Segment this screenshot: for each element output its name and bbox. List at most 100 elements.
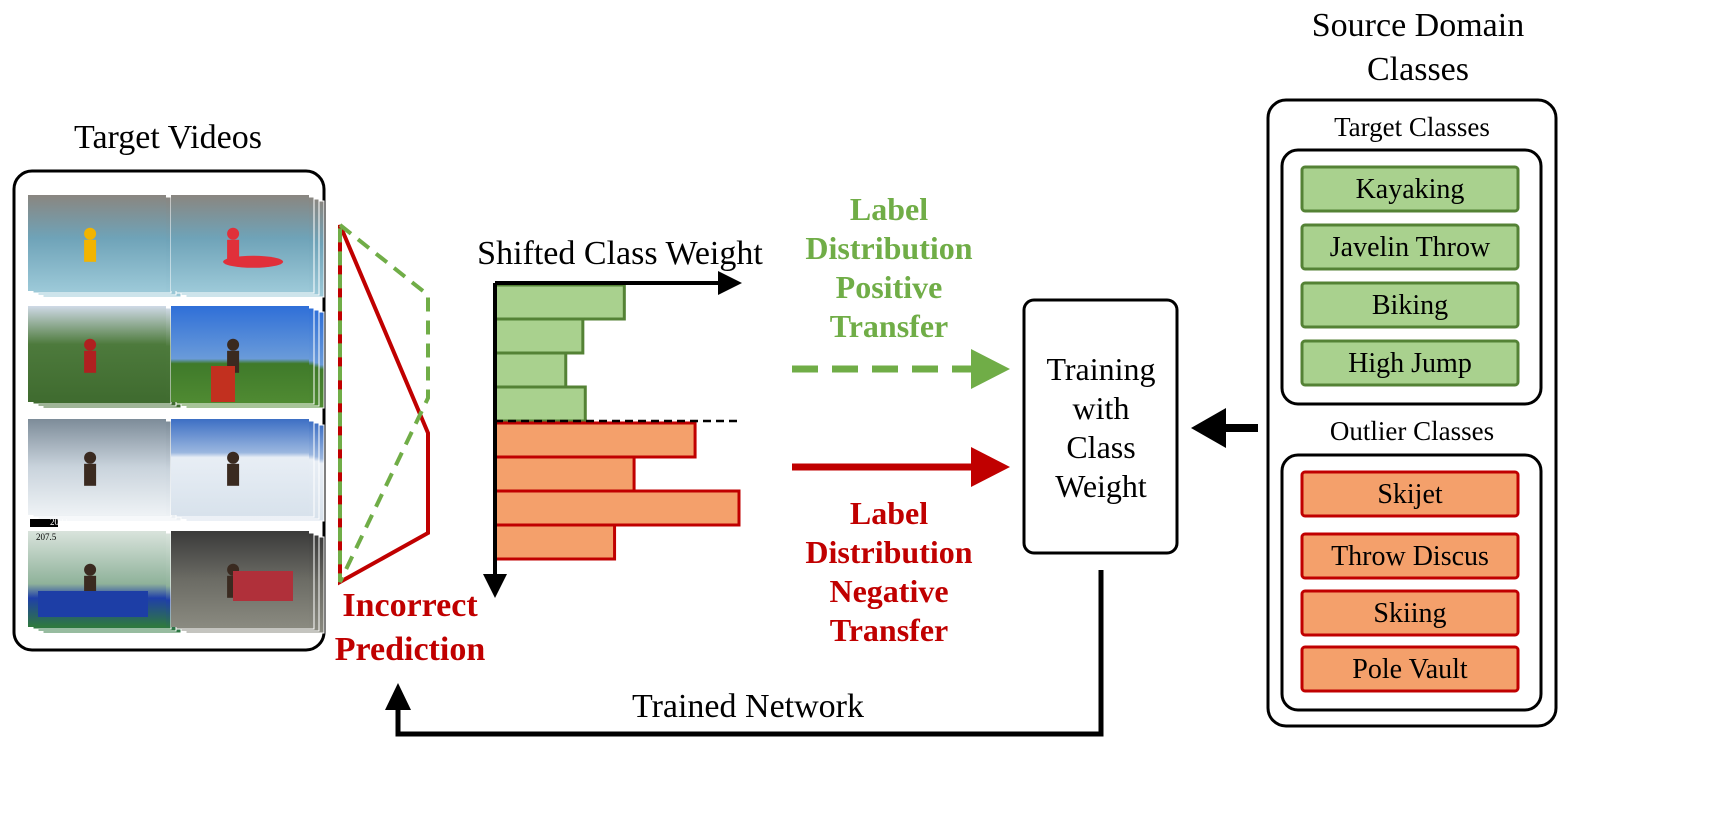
target-class-label: High Jump: [1348, 348, 1472, 379]
target-class-kayaking: Kayaking: [1300, 165, 1520, 213]
target-class-label: Kayaking: [1356, 174, 1465, 205]
source-domain-title-line2: Classes: [1367, 51, 1469, 88]
video-frame: [28, 306, 166, 402]
y-axis-arrowhead: [483, 574, 507, 598]
negative-transfer-line2: Distribution: [805, 534, 972, 570]
negative-transfer-arrowhead: [971, 447, 1010, 487]
negative-class-weight-bar: [493, 455, 636, 493]
video-thumbnail-skiing: [28, 419, 182, 522]
negative-transfer-line3: Negative: [829, 573, 948, 609]
outlier-class-box: [1300, 645, 1520, 693]
athlete-head: [84, 227, 97, 240]
outlier-class-box: [1300, 470, 1520, 518]
video-thumbnail-kayaking-red: [171, 195, 325, 298]
outlier-class-label: Skiing: [1373, 598, 1446, 629]
training-line2: with: [1073, 390, 1130, 426]
target-class-javelin-throw: Javelin Throw: [1300, 223, 1520, 271]
negative-transfer-line1: Label: [850, 495, 928, 531]
incorrect-prediction-label-line1: Incorrect: [342, 587, 478, 624]
target-class-box: [1300, 223, 1520, 271]
score-overlay-text: 207.5: [36, 532, 57, 542]
target-class-box: [1300, 339, 1520, 387]
video-frame: [171, 195, 309, 291]
target-class-biking: Biking: [1300, 281, 1520, 329]
trained-network-arrowhead: [385, 683, 411, 710]
target-class-box: [1300, 281, 1520, 329]
outlier-class-skijet: Skijet: [1300, 470, 1520, 518]
score-overlay-text: 207.5: [50, 517, 71, 527]
athlete-body: [227, 239, 240, 262]
video-thumbnail-high-jump: 207.5 207.5: [28, 517, 182, 634]
video-thumbnail-kayaking: [28, 195, 182, 298]
outlier-class-pole-vault: Pole Vault: [1300, 645, 1520, 693]
video-frame: [171, 419, 309, 515]
target-class-high-jump: High Jump: [1300, 339, 1520, 387]
source-domain-title-line1: Source Domain: [1312, 7, 1524, 44]
outlier-class-skiing: Skiing: [1300, 589, 1520, 637]
target-videos-title: Target Videos: [74, 119, 262, 156]
outlier-class-label: Pole Vault: [1352, 654, 1468, 685]
video-thumbnail-gym-hall: [171, 531, 325, 634]
video-frame: [171, 306, 309, 402]
outlier-classes-title: Outlier Classes: [1330, 416, 1494, 446]
kayak: [223, 255, 284, 268]
mat: [233, 571, 293, 601]
training-line3: Class: [1066, 429, 1135, 465]
landing-mat: [38, 591, 148, 617]
runway: [211, 366, 235, 402]
positive-class-weight-bar: [493, 317, 585, 355]
outlier-class-label: Skijet: [1377, 479, 1443, 510]
x-axis-arrowhead: [718, 271, 742, 295]
trained-network-label: Trained Network: [632, 688, 864, 725]
positive-transfer-line4: Transfer: [830, 308, 948, 344]
positive-class-weight-bar: [493, 351, 568, 389]
positive-transfer-line2: Distribution: [805, 230, 972, 266]
video-frame: [28, 419, 166, 515]
video-thumbnail-javelin-throw: [28, 306, 182, 409]
training-line1: Training: [1046, 351, 1155, 387]
positive-transfer-arrowhead: [971, 349, 1010, 389]
athlete-head: [227, 227, 240, 240]
athlete-body: [84, 350, 97, 373]
incorrect-prediction-shape: [338, 224, 430, 586]
positive-class-weight-bar: [493, 385, 587, 423]
score-overlay: [30, 519, 58, 527]
target-class-label: Javelin Throw: [1330, 232, 1491, 263]
class-weight-title: Shifted Class Weight: [477, 235, 763, 272]
outlier-class-throw-discus: Throw Discus: [1300, 532, 1520, 580]
athlete-head: [84, 451, 97, 464]
video-frame: [28, 195, 166, 291]
outlier-class-box: [1300, 589, 1520, 637]
correct-prediction-shape: [338, 220, 430, 583]
video-thumbnail-grid: 207.5 207.5: [28, 195, 325, 634]
negative-class-weight-bar: [493, 489, 741, 527]
outlier-class-box: [1300, 532, 1520, 580]
athlete-head: [84, 338, 97, 351]
video-thumbnail-javelin-field: [171, 306, 325, 409]
negative-class-weight-bar: [493, 421, 697, 459]
source-to-training-arrowhead: [1191, 408, 1226, 448]
target-class-box: [1300, 165, 1520, 213]
athlete-body: [227, 463, 240, 486]
video-thumbnail-biking-snow: [171, 419, 325, 522]
athlete-body: [84, 239, 97, 262]
athlete-head: [227, 338, 240, 351]
target-class-label: Biking: [1372, 290, 1448, 321]
positive-transfer-line1: Label: [850, 191, 928, 227]
training-line4: Weight: [1055, 468, 1147, 504]
incorrect-prediction-label-line2: Prediction: [335, 631, 486, 668]
trained-network-feedback-line: [395, 570, 1104, 737]
target-classes-title: Target Classes: [1334, 112, 1490, 142]
negative-transfer-line4: Transfer: [830, 612, 948, 648]
training-box: [1022, 298, 1179, 555]
athlete-body: [84, 463, 97, 486]
athlete-head: [227, 451, 240, 464]
athlete-head: [84, 563, 97, 576]
positive-transfer-line3: Positive: [836, 269, 943, 305]
outlier-class-label: Throw Discus: [1331, 541, 1489, 572]
negative-class-weight-bar: [493, 523, 617, 561]
positive-class-weight-bar: [493, 283, 626, 321]
